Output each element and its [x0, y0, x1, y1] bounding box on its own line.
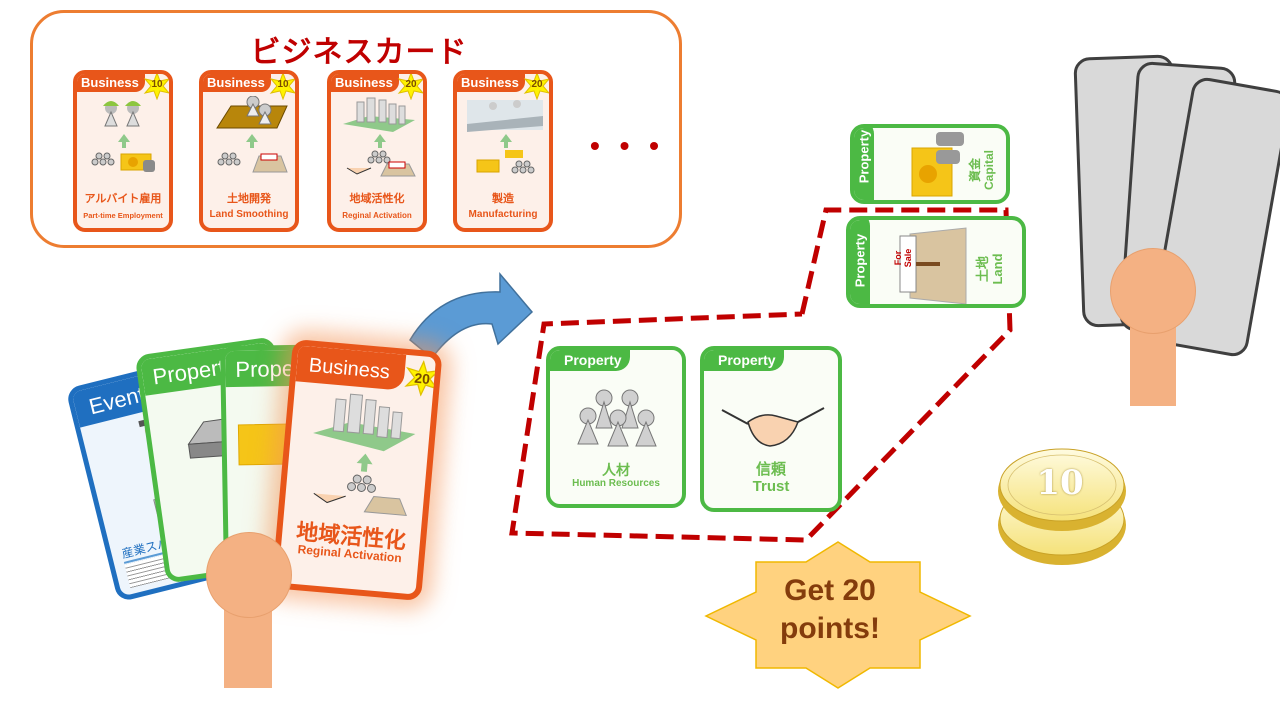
coin-stack-icon [998, 448, 1126, 565]
factory-line-icon [467, 100, 543, 174]
curved-arrow-icon [409, 271, 534, 360]
business-card-panel: ビジネスカード Business 10 アルバイト雇用 Part-time Em… [30, 10, 682, 248]
more-cards-ellipsis: • • • [590, 130, 665, 161]
card-type-label: Business [331, 74, 399, 92]
card-name-en: Human Resources [572, 478, 660, 489]
card-name-ja: 人材 [602, 462, 630, 478]
panel-title: ビジネスカード [250, 36, 468, 69]
land-for-sale-icon [899, 227, 967, 304]
card-type-tab: Property [854, 128, 874, 200]
card-type-tab: Property [850, 220, 870, 304]
opponent-hand [0, 0, 1280, 406]
card-name-en: Manufacturing [468, 209, 538, 220]
player-token-head [206, 532, 292, 618]
card-type-label: Property [852, 233, 868, 288]
workers-icon [91, 101, 155, 172]
for-sale-sign: For Sale [893, 248, 913, 268]
land-development-icon [216, 96, 288, 173]
business-card-part-time-employment[interactable]: Business 10 アルバイト雇用 Part-time Employment [73, 70, 173, 232]
handshake-icon [721, 407, 825, 447]
card-type-label: Property [550, 350, 630, 371]
points-star-icon [143, 74, 169, 100]
card-type-label: Property [856, 129, 872, 184]
player-hand: Event 産業スパイ Property Property Business 2… [0, 0, 443, 688]
card-name-ja: 信頼 [755, 461, 786, 478]
opponent-token-head [1110, 248, 1196, 334]
field-card-trust[interactable]: Property 信頼 Trust [700, 346, 842, 512]
burst-shape [704, 541, 972, 689]
people-group-icon [577, 389, 657, 447]
business-card-manufacturing[interactable]: Business 20 製造 Manufacturing [453, 70, 553, 232]
card-type-label: Business [203, 74, 271, 92]
card-name-ja: 土地開発 [227, 193, 271, 205]
card-name-ja: 地域活性化 [349, 193, 405, 205]
card-name-ja: アルバイト雇用 [84, 193, 162, 205]
card-name-en: Part-time Employment [83, 211, 163, 220]
card-type-label: Property [704, 350, 784, 371]
card-type-label: Business [77, 74, 145, 92]
business-card-reginal-activation[interactable]: Business 20 地域活性化 Reginal Activation [327, 70, 427, 232]
points-star-icon [269, 74, 295, 100]
business-card-land-smoothing[interactable]: Business 10 土地開発 Land Smoothing [199, 70, 299, 232]
points-star-icon [397, 74, 423, 100]
card-name-ja: 製造 [492, 193, 514, 205]
capital-icon [911, 132, 964, 197]
field-card-human-resources[interactable]: Property 人材 Human Resources [546, 346, 686, 508]
city-icon [343, 97, 416, 177]
hand-card-business-selected[interactable]: Business 20 地域活性化 Reginal Activation [271, 338, 443, 602]
card-name-en: Trust [752, 478, 790, 495]
city-icon [313, 393, 416, 517]
points-star-icon [523, 74, 549, 100]
card-type-label: Business [457, 74, 525, 92]
coin-value: 10 [1036, 463, 1084, 503]
card-name-en: Land Smoothing [209, 209, 289, 220]
card-name-en: Reginal Activation [342, 211, 412, 220]
